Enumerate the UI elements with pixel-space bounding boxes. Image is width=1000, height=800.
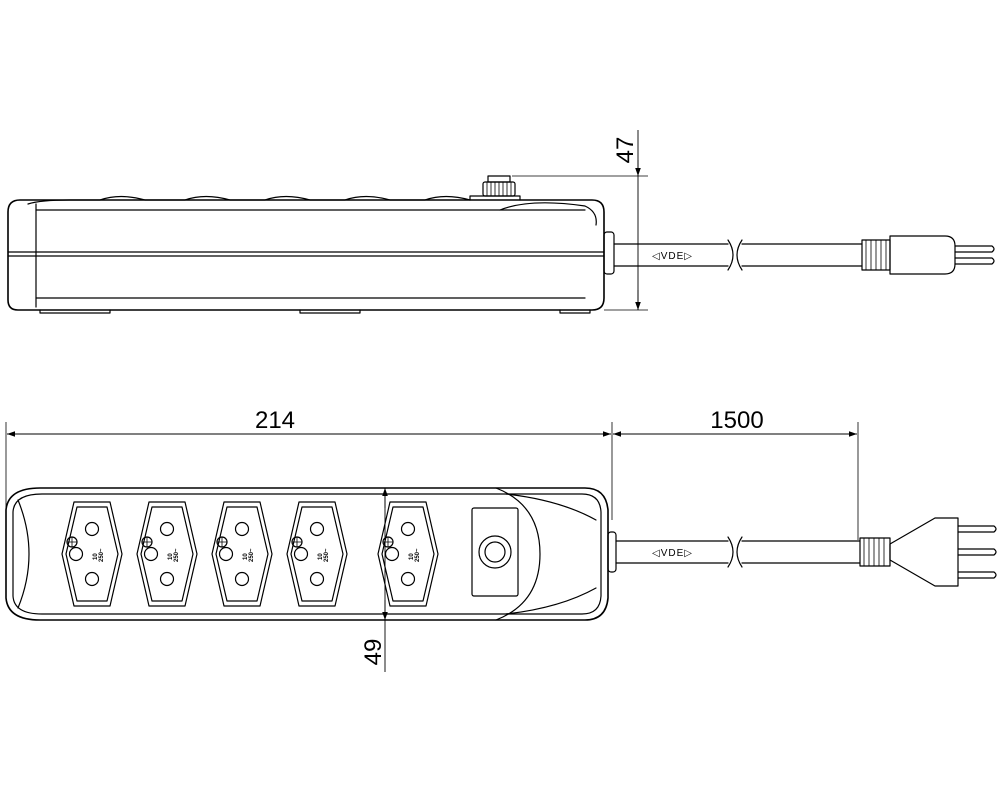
socket-hole-top — [84, 521, 100, 537]
side-plug-ribs — [865, 240, 887, 270]
side-feet — [39, 309, 591, 314]
socket-hole-center — [218, 546, 234, 562]
socket-inner-outline — [140, 506, 194, 602]
socket-outline — [136, 501, 198, 607]
socket-outline — [286, 501, 348, 607]
socket-outline — [61, 501, 123, 607]
socket[interactable]: 10 250~ — [61, 501, 123, 607]
socket-rating: 10 — [318, 553, 324, 560]
side-cable-break — [727, 239, 743, 271]
dim-length-label: 214 — [255, 407, 295, 434]
top-plug-body — [889, 517, 959, 587]
socket-hole-top — [309, 521, 325, 537]
dim-cable-label: 1500 — [710, 407, 763, 434]
socket-hole-top — [159, 521, 175, 537]
socket-hole-center — [68, 546, 84, 562]
socket-hole-bottom — [400, 571, 416, 587]
top-plug-ribs — [863, 538, 885, 566]
socket-rating: 10 — [93, 553, 99, 560]
socket[interactable]: 10 250~ — [286, 501, 348, 607]
top-switch-cover2 — [505, 493, 597, 615]
screw-slot — [217, 537, 227, 547]
top-switch-button-outer[interactable] — [478, 535, 512, 569]
socket-rating: 10 — [243, 553, 249, 560]
socket-rating: 10 — [409, 553, 415, 560]
dim-height-label: 47 — [612, 137, 639, 164]
side-button-top — [487, 175, 511, 183]
top-plug-pin-top — [957, 525, 997, 533]
top-plug-pin-bottom — [957, 571, 997, 579]
top-plug-pin-mid — [957, 548, 997, 556]
side-plug-pins — [954, 245, 995, 265]
dim-width-label: 49 — [360, 639, 387, 666]
side-cable — [613, 243, 863, 267]
side-strain-relief — [603, 231, 615, 275]
top-switch-frame — [471, 507, 519, 597]
screw-slot — [142, 537, 152, 547]
socket-hole-bottom — [309, 571, 325, 587]
side-button-knurl — [486, 182, 512, 196]
side-view: ◁VDE▷ 47 — [7, 130, 995, 314]
top-end-cap — [17, 499, 30, 609]
top-cable-marking: ◁VDE▷ — [652, 548, 693, 559]
socket-voltage: 250~ — [99, 548, 105, 562]
side-cable-marking: ◁VDE▷ — [652, 251, 693, 262]
socket-outline — [211, 501, 273, 607]
top-view: 214 1500 ◁VDE▷ 49 — [5, 407, 997, 672]
socket-rating: 10 — [168, 553, 174, 560]
side-top-ridges — [27, 195, 471, 205]
socket-voltage: 250~ — [415, 548, 421, 562]
top-cable — [615, 540, 861, 564]
socket-hole-top — [400, 521, 416, 537]
socket-hole-center — [293, 546, 309, 562]
socket[interactable]: 10 250~ — [377, 501, 439, 607]
top-plug-grip — [859, 537, 891, 567]
socket-outline — [377, 501, 439, 607]
socket-voltage: 250~ — [174, 548, 180, 562]
socket-hole-bottom — [234, 571, 250, 587]
top-body-outline — [5, 487, 609, 621]
side-body-outline — [7, 199, 605, 311]
socket-voltage: 250~ — [324, 548, 330, 562]
socket[interactable]: 10 250~ — [211, 501, 273, 607]
socket-hole-center — [143, 546, 159, 562]
socket-hole-top — [234, 521, 250, 537]
socket-hole-bottom — [84, 571, 100, 587]
socket-inner-outline — [290, 506, 344, 602]
top-cable-break — [727, 536, 743, 568]
screw-slot — [292, 537, 302, 547]
socket-voltage: 250~ — [249, 548, 255, 562]
socket-inner-outline — [381, 506, 435, 602]
socket-inner-outline — [215, 506, 269, 602]
top-switch-button-inner[interactable] — [484, 541, 506, 563]
screw-slot — [67, 537, 77, 547]
top-body-inner — [12, 493, 602, 615]
top-strain-relief — [607, 531, 617, 573]
socket[interactable]: 10 250~ — [136, 501, 198, 607]
socket-hole-center — [384, 546, 400, 562]
screw-slot — [383, 537, 393, 547]
side-plug-body — [889, 235, 956, 275]
top-switch-cover — [495, 487, 541, 621]
socket-inner-outline — [65, 506, 119, 602]
socket-hole-bottom — [159, 571, 175, 587]
